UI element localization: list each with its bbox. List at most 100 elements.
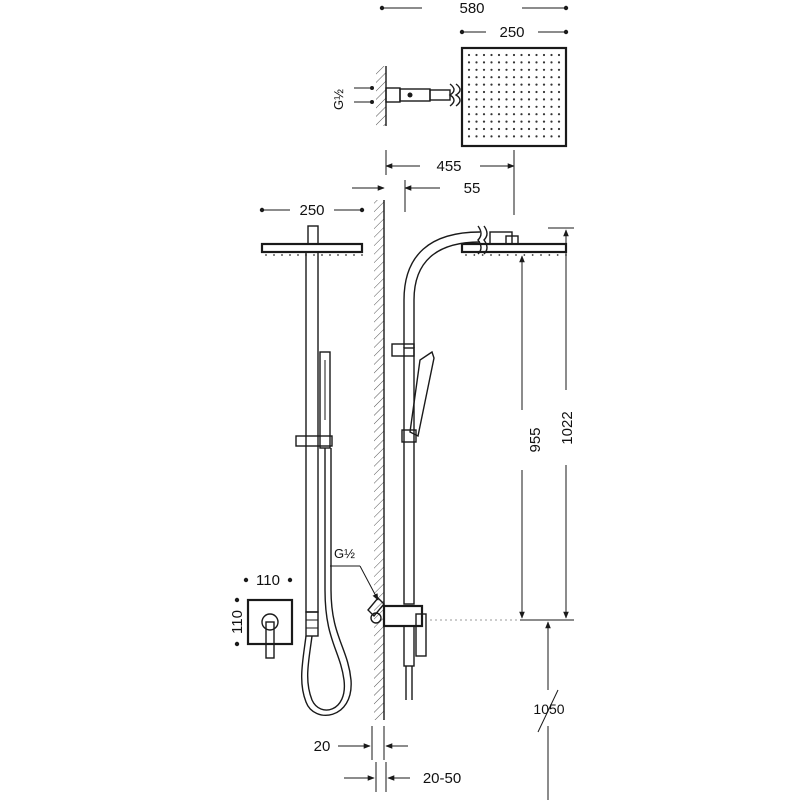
nozzle-dot	[467, 90, 471, 94]
nozzle-dot	[467, 53, 471, 57]
dim-wall-to-head-label: 455	[436, 158, 461, 175]
nozzle-dot	[505, 120, 508, 123]
nozzle-dot	[550, 83, 553, 86]
nozzle-dot	[497, 113, 501, 116]
nozzle-dot	[550, 98, 553, 101]
nozzle-dot	[542, 90, 546, 94]
nozzle-dot	[535, 68, 538, 71]
nozzle-dot	[467, 120, 471, 123]
nozzle-dot	[520, 127, 523, 131]
nozzle-dot	[337, 254, 339, 256]
nozzle-dot	[542, 83, 546, 86]
nozzle-dot	[505, 127, 508, 131]
nozzle-dot	[482, 127, 486, 131]
mixer-body-side	[382, 604, 424, 628]
nozzle-dot	[542, 120, 546, 123]
dim-head-offset-label: 55	[464, 180, 481, 197]
dim-thread-valve-label: G½	[334, 546, 355, 561]
nozzle-dot	[265, 254, 267, 256]
nozzle-dot	[475, 53, 478, 57]
nozzle-dot	[550, 61, 553, 64]
nozzle-dot	[361, 254, 363, 256]
nozzle-dot	[557, 98, 561, 101]
nozzle-dot	[535, 53, 538, 57]
hand-shower-side	[409, 350, 435, 438]
dim-plate-height: 110	[229, 597, 246, 647]
dim-head-width-front-label: 250	[299, 202, 324, 219]
nozzle-dot	[542, 135, 546, 138]
nozzle-dot	[527, 90, 531, 94]
nozzle-dot	[467, 113, 471, 116]
nozzle-dot	[550, 68, 553, 71]
nozzle-dot	[467, 127, 471, 131]
nozzle-dot	[482, 53, 486, 57]
shower-head-top-view	[460, 46, 568, 148]
nozzle-dot	[482, 113, 486, 116]
nozzle-dot	[527, 76, 531, 79]
nozzle-dot	[512, 53, 516, 57]
dim-plate-width-label: 110	[256, 572, 280, 589]
nozzle-dot	[482, 83, 486, 86]
nozzle-dot	[482, 135, 486, 138]
dim-thread-top: G½	[331, 86, 374, 110]
shower-head-front-nozzles	[265, 254, 363, 256]
nozzle-dot	[527, 61, 531, 64]
nozzle-dot	[557, 90, 561, 94]
dim-thread-valve: G½	[330, 546, 379, 601]
shower-head-nozzles	[467, 53, 561, 138]
nozzle-dot	[550, 90, 553, 94]
top-view: 580 250 G½	[331, 0, 569, 148]
nozzle-dot	[313, 254, 315, 256]
nozzle-dot	[550, 76, 553, 79]
nozzle-dot	[505, 61, 508, 64]
nozzle-dot	[550, 120, 553, 123]
nozzle-dot	[482, 105, 486, 108]
dim-height-arm: 955	[512, 251, 544, 619]
nozzle-dot	[550, 113, 553, 116]
nozzle-dot	[535, 83, 538, 86]
shower-arm-curve	[403, 231, 481, 348]
nozzle-dot	[512, 98, 516, 101]
nozzle-dot	[557, 135, 561, 138]
nozzle-dot	[482, 90, 486, 94]
dim-wall-gap-label: 20	[314, 738, 331, 755]
nozzle-dot	[557, 120, 561, 123]
nozzle-dot	[482, 61, 486, 64]
nozzle-dot	[557, 68, 561, 71]
nozzle-dot	[505, 98, 508, 101]
nozzle-dot	[490, 90, 493, 94]
nozzle-dot	[490, 61, 493, 64]
dim-height-floor: 1050	[533, 621, 565, 800]
dim-wall-range: 20-50	[344, 762, 461, 792]
nozzle-dot	[512, 120, 516, 123]
shower-column-pipe	[305, 251, 319, 613]
nozzle-dot	[557, 83, 561, 86]
nozzle-dot	[475, 90, 478, 94]
nozzle-dot	[512, 113, 516, 116]
nozzle-dot	[535, 76, 538, 79]
nozzle-dot	[557, 127, 561, 131]
nozzle-dot	[535, 135, 538, 138]
nozzle-dot	[520, 98, 523, 101]
nozzle-dot	[490, 105, 493, 108]
shower-head-front	[260, 242, 364, 254]
nozzle-dot	[490, 254, 492, 256]
nozzle-dot	[527, 83, 531, 86]
nozzle-dot	[490, 68, 493, 71]
nozzle-dot	[505, 53, 508, 57]
nozzle-dot	[273, 254, 275, 256]
nozzle-dot	[490, 98, 493, 101]
nozzle-dot	[527, 127, 531, 131]
nozzle-dot	[512, 135, 516, 138]
nozzle-dot	[497, 105, 501, 108]
nozzle-dot	[520, 105, 523, 108]
nozzle-dot	[512, 83, 516, 86]
nozzle-dot	[512, 61, 516, 64]
nozzle-dot	[512, 105, 516, 108]
nozzle-dot	[557, 76, 561, 79]
handshower-slider	[295, 435, 333, 447]
mixer-lever	[265, 621, 275, 659]
nozzle-dot	[550, 135, 553, 138]
nozzle-dot	[520, 90, 523, 94]
nozzle-dot	[535, 98, 538, 101]
